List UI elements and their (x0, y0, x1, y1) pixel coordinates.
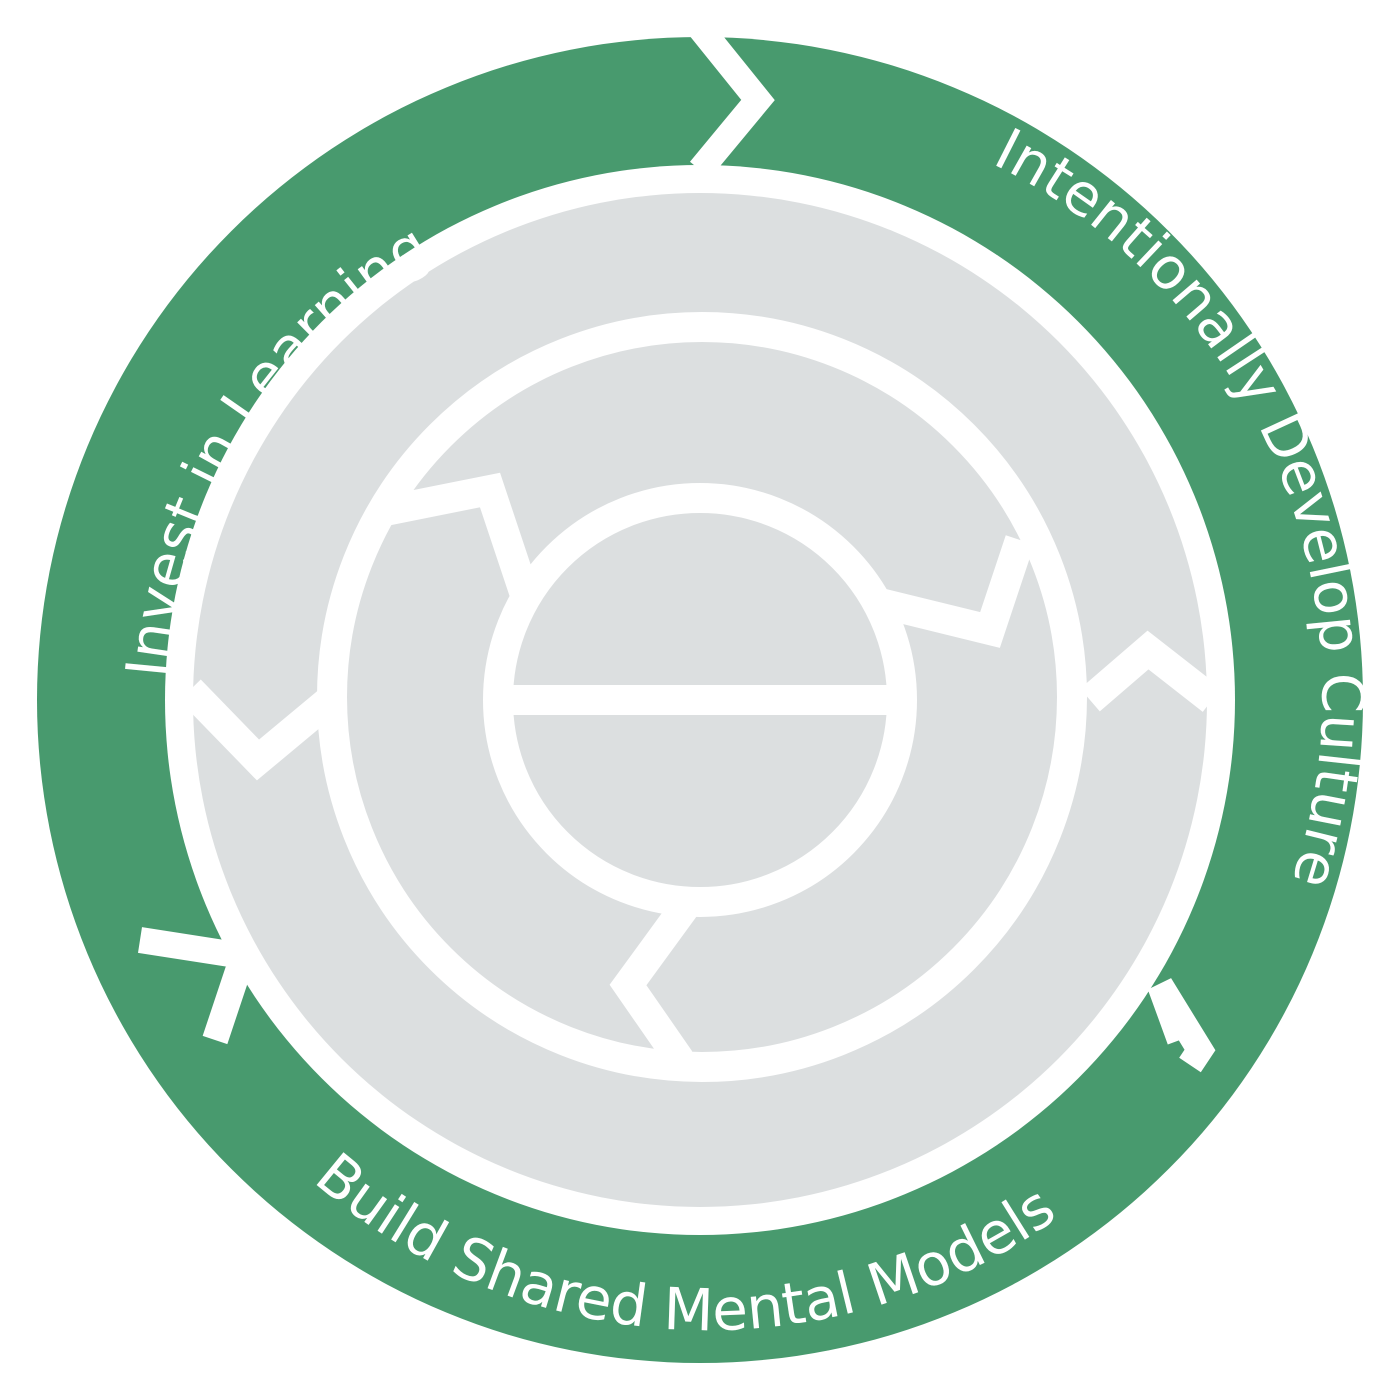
inner-separator-bottom (609, 891, 703, 1069)
separator-top (689, 19, 775, 179)
inner-separators (377, 472, 1035, 1069)
middle-separators (179, 630, 1222, 781)
separator-right (1147, 978, 1216, 1073)
inner-separator-upper-right (876, 535, 1035, 648)
inner-separator-upper-left (377, 472, 545, 615)
middle-separator-right (1080, 630, 1222, 712)
middle-separator-left (179, 679, 340, 781)
